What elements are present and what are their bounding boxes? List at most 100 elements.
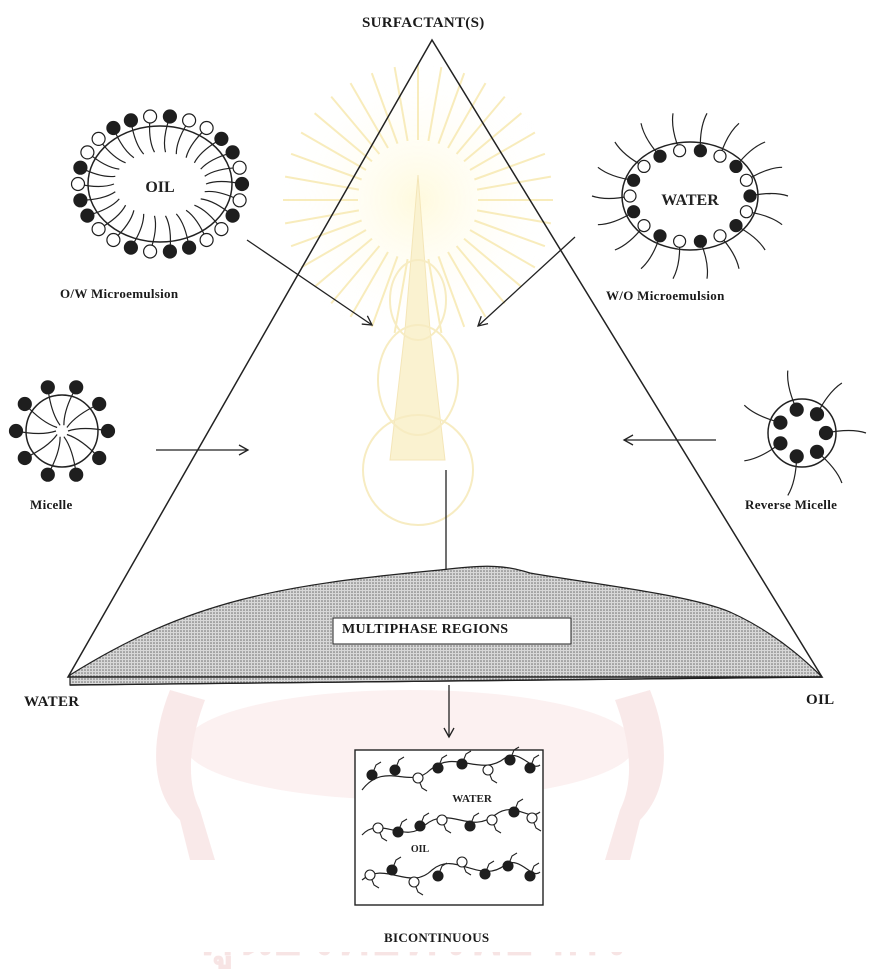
surfactant-head-open bbox=[199, 232, 214, 248]
surfactant-head-filled bbox=[214, 131, 229, 146]
surfactant-head-open bbox=[713, 149, 727, 163]
surfactant-head-filled bbox=[693, 234, 708, 248]
surfactant-head-filled bbox=[69, 467, 84, 482]
surfactant-head-filled bbox=[626, 205, 641, 219]
surfactant-head-filled bbox=[773, 436, 788, 451]
arrow-wo bbox=[477, 236, 576, 327]
surfactant-head-filled bbox=[789, 402, 804, 417]
surfactant-head-filled bbox=[729, 219, 743, 233]
surfactant-head-open bbox=[739, 173, 754, 187]
surfactant-head-filled bbox=[414, 820, 426, 832]
surfactant-head-open bbox=[232, 193, 247, 208]
surfactant-head-open bbox=[412, 772, 424, 784]
surfactant-head-open bbox=[80, 145, 95, 160]
surfactant-head-filled bbox=[106, 120, 121, 136]
surfactant-head-open bbox=[526, 812, 538, 824]
surfactant-head-filled bbox=[366, 769, 378, 781]
surfactant-head-filled bbox=[162, 109, 177, 124]
surfactant-head-filled bbox=[73, 160, 88, 175]
surfactant-head-filled bbox=[234, 176, 250, 192]
surfactant-head-filled bbox=[92, 450, 107, 466]
surfactant-head-open bbox=[623, 189, 637, 203]
surfactant-head-open bbox=[70, 176, 86, 192]
vertex-surfactant-label: SURFACTANT(S) bbox=[362, 15, 485, 31]
surfactant-head-filled bbox=[809, 444, 825, 459]
reverse-micelle-structure bbox=[743, 370, 867, 496]
surfactant-head-filled bbox=[626, 173, 641, 187]
surfactant-head-open bbox=[408, 876, 420, 888]
ow-microemulsion-label: O/W Microemulsion bbox=[60, 286, 179, 301]
surfactant-head-open bbox=[482, 764, 494, 776]
surfactant-head-open bbox=[436, 814, 448, 826]
surfactant-head-filled bbox=[40, 380, 55, 395]
surfactant-head-filled bbox=[100, 423, 116, 439]
surfactant-head-filled bbox=[524, 870, 536, 882]
bicontinuous-water-label: WATER bbox=[452, 793, 493, 805]
surfactant-head-open bbox=[91, 222, 106, 237]
surfactant-head-open bbox=[143, 244, 158, 259]
vertex-water-label: WATER bbox=[24, 694, 80, 710]
multiphase-regions-label: MULTIPHASE REGIONS bbox=[342, 622, 509, 637]
surfactant-head-filled bbox=[653, 149, 667, 163]
wo-core-label: WATER bbox=[661, 192, 719, 209]
surfactant-head-open bbox=[364, 869, 376, 881]
surfactant-head-filled bbox=[182, 240, 197, 255]
surfactant-head-open bbox=[214, 222, 229, 237]
surfactant-head-filled bbox=[789, 449, 804, 464]
surfactant-head-filled bbox=[508, 806, 520, 818]
surfactant-head-filled bbox=[809, 407, 825, 422]
bicontinuous-structure: WATER OIL bbox=[354, 746, 544, 906]
surfactant-head-filled bbox=[653, 229, 667, 243]
surfactant-head-filled bbox=[456, 758, 468, 770]
surfactant-head-filled bbox=[40, 467, 55, 482]
surfactant-head-filled bbox=[386, 864, 398, 876]
surfactant-head-filled bbox=[773, 415, 788, 430]
surfactant-head-filled bbox=[432, 762, 444, 774]
surfactant-head-filled bbox=[17, 396, 32, 412]
surfactant-head-filled bbox=[743, 189, 757, 203]
surfactant-head-open bbox=[143, 109, 158, 124]
surfactant-head-open bbox=[106, 232, 121, 248]
surfactant-head-filled bbox=[73, 193, 88, 208]
surfactant-head-open bbox=[672, 234, 687, 248]
arrow-ow bbox=[246, 239, 374, 326]
multiphase-label-box bbox=[332, 617, 572, 645]
surfactant-head-filled bbox=[432, 870, 444, 882]
ow-core-label: OIL bbox=[145, 179, 174, 196]
surfactant-head-filled bbox=[225, 145, 240, 160]
surfactant-head-open bbox=[739, 205, 754, 219]
surfactant-head-filled bbox=[392, 826, 404, 838]
surfactant-head-filled bbox=[92, 396, 107, 412]
surfactant-head-open bbox=[637, 219, 651, 233]
surfactant-head-open bbox=[637, 159, 651, 173]
surfactant-head-open bbox=[372, 822, 384, 834]
surfactant-head-filled bbox=[729, 159, 743, 173]
surfactant-head-filled bbox=[693, 144, 708, 158]
surfactant-head-open bbox=[91, 131, 106, 146]
phase-diagram: OIL WATER WATER OIL SURFACTANT(S) WATER … bbox=[8, 15, 867, 966]
surfactant-head-filled bbox=[479, 868, 491, 880]
surfactant-head-filled bbox=[504, 754, 516, 766]
wo-microemulsion-label: W/O Microemulsion bbox=[606, 288, 725, 303]
bicontinuous-label: BICONTINUOUS bbox=[384, 930, 490, 945]
reverse-micelle-label: Reverse Micelle bbox=[745, 497, 838, 512]
ternary-triangle bbox=[66, 38, 824, 678]
micelle-structure bbox=[8, 380, 116, 482]
surfactant-head-filled bbox=[123, 113, 138, 128]
surfactant-head-filled bbox=[69, 380, 84, 395]
surfactant-head-open bbox=[672, 144, 687, 158]
surfactant-head-filled bbox=[225, 208, 240, 223]
surfactant-head-open bbox=[486, 814, 498, 826]
micelle-label: Micelle bbox=[30, 497, 73, 512]
surfactant-head-filled bbox=[389, 764, 401, 776]
surfactant-head-open bbox=[182, 113, 197, 128]
phase-diagram-canvas: OIL WATER WATER OIL bbox=[8, 38, 867, 906]
surfactant-head-filled bbox=[162, 244, 177, 259]
surfactant-head-filled bbox=[8, 423, 24, 439]
ow-microemulsion-structure: OIL bbox=[70, 109, 250, 259]
surfactant-head-open bbox=[713, 229, 727, 243]
surfactant-head-filled bbox=[464, 820, 476, 832]
surfactant-head-open bbox=[456, 856, 468, 868]
surfactant-head-open bbox=[199, 120, 214, 136]
surfactant-head-filled bbox=[502, 860, 514, 872]
